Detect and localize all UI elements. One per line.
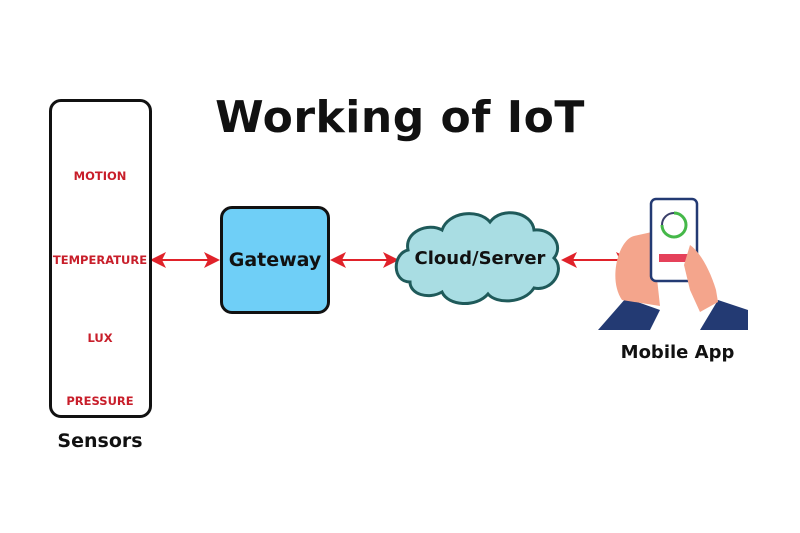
sensors-caption: Sensors [57, 430, 143, 452]
sensor-label-temperature: TEMPERATURE [52, 253, 148, 267]
sensor-label-lux: LUX [87, 331, 113, 345]
mobile-app-illustration [598, 197, 748, 330]
sensor-label-motion: MOTION [73, 169, 127, 183]
cloud-label: Cloud/Server [414, 248, 546, 269]
gateway-label: Gateway [228, 249, 322, 271]
mobile-app-caption: Mobile App [620, 342, 735, 363]
gateway-box: Gateway [220, 206, 330, 314]
page-title: Working of IoT [215, 92, 585, 143]
sensors-panel [49, 99, 152, 418]
cloud-shape [394, 211, 560, 305]
sensor-label-pressure: PRESSURE [66, 394, 134, 408]
